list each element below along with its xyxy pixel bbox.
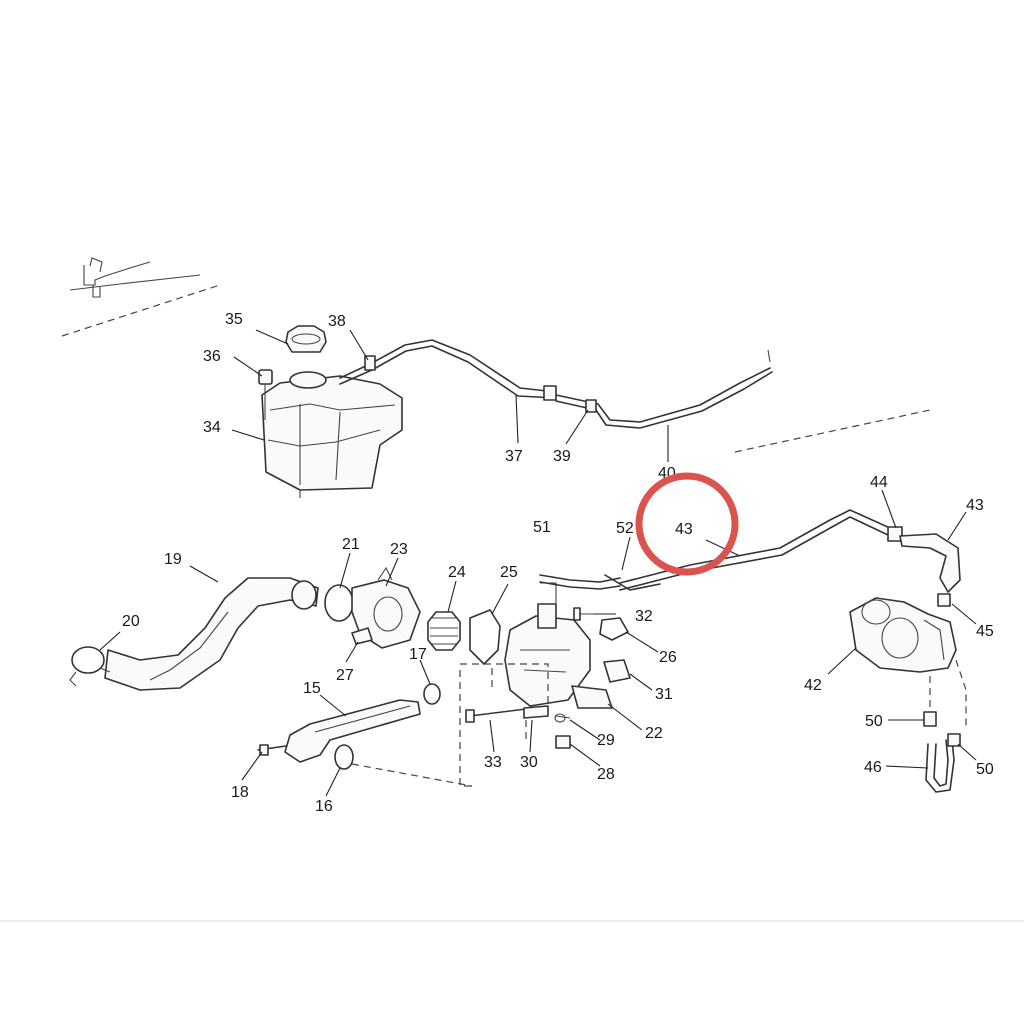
clamp-50-lower (947, 733, 961, 747)
overflow-hose (339, 339, 557, 401)
dashed-reference-line-left (61, 284, 221, 337)
hose-clamp (69, 646, 111, 687)
assembly-guide-a (459, 670, 472, 787)
callout-38: 38 (328, 313, 346, 330)
callout-28: 28 (597, 766, 615, 783)
callout-33: 33 (484, 754, 502, 771)
callout-43-hose: 43 (966, 497, 984, 514)
callout-32: 32 (635, 608, 653, 625)
callout-26: 26 (659, 649, 677, 666)
gasket-25 (469, 609, 501, 665)
callout-21: 21 (342, 536, 360, 553)
callout-45: 45 (976, 623, 994, 640)
clamp-44 (887, 526, 903, 542)
dashed-reference-line-right (734, 409, 931, 453)
bracket-30 (523, 705, 549, 719)
callout-30: 30 (520, 754, 538, 771)
leader-lines (99, 329, 977, 797)
upper-pipe (555, 349, 773, 429)
callout-36: 36 (203, 348, 221, 365)
callout-52: 52 (616, 520, 634, 537)
hose-connector-51 (539, 574, 621, 590)
callout-24: 24 (448, 564, 466, 581)
callout-35: 35 (225, 311, 243, 328)
callout-51: 51 (533, 519, 551, 536)
thermostat-housing (504, 582, 613, 709)
seal-ring-21 (324, 584, 354, 622)
bolt-18 (257, 744, 287, 756)
gasket-26 (599, 617, 629, 641)
callout-20: 20 (122, 613, 140, 630)
plug-31 (603, 659, 631, 683)
callout-39: 39 (553, 448, 571, 465)
reservoir-cap (285, 325, 327, 353)
hose-43 (899, 533, 961, 593)
callout-27: 27 (336, 667, 354, 684)
callout-19: 19 (164, 551, 182, 568)
water-pipe-15 (284, 699, 421, 763)
callout-18: 18 (231, 784, 249, 801)
callout-37: 37 (505, 448, 523, 465)
assembly-guide-f (955, 659, 967, 730)
callout-labels: 35 38 36 34 37 39 40 51 52 43 44 43 19 2… (122, 311, 994, 815)
coolant-reservoir (261, 371, 403, 498)
callout-50-lower: 50 (976, 761, 994, 778)
callout-25: 25 (500, 564, 518, 581)
callout-16: 16 (315, 798, 333, 815)
bolt-29 (554, 713, 571, 723)
assembly-guide-c (351, 763, 473, 787)
callout-34: 34 (203, 419, 221, 436)
temp-sensor-27 (351, 627, 373, 645)
callout-17: 17 (409, 646, 427, 663)
lower-radiator-hose (104, 577, 319, 691)
callout-44: 44 (870, 474, 888, 491)
o-ring-16 (334, 744, 354, 770)
highlight-circle (635, 472, 739, 576)
throttle-body-42 (849, 597, 957, 673)
o-ring-17 (423, 683, 441, 705)
bolt-28 (555, 735, 571, 749)
callout-43-highlighted: 43 (675, 521, 693, 538)
assembly-guide-b (460, 663, 549, 704)
clamp-50-upper (923, 711, 937, 727)
clamp-45 (937, 593, 951, 607)
callout-22: 22 (645, 725, 663, 742)
callout-23: 23 (390, 541, 408, 558)
small-hose-46 (925, 739, 955, 793)
callout-29: 29 (597, 732, 615, 749)
level-sensor (258, 369, 273, 420)
callout-15: 15 (303, 680, 321, 697)
callout-31: 31 (655, 686, 673, 703)
callout-42: 42 (804, 677, 822, 694)
bracket-fragment (69, 257, 201, 298)
thermostat (427, 611, 461, 651)
callout-46: 46 (864, 759, 882, 776)
callout-50-upper: 50 (865, 713, 883, 730)
